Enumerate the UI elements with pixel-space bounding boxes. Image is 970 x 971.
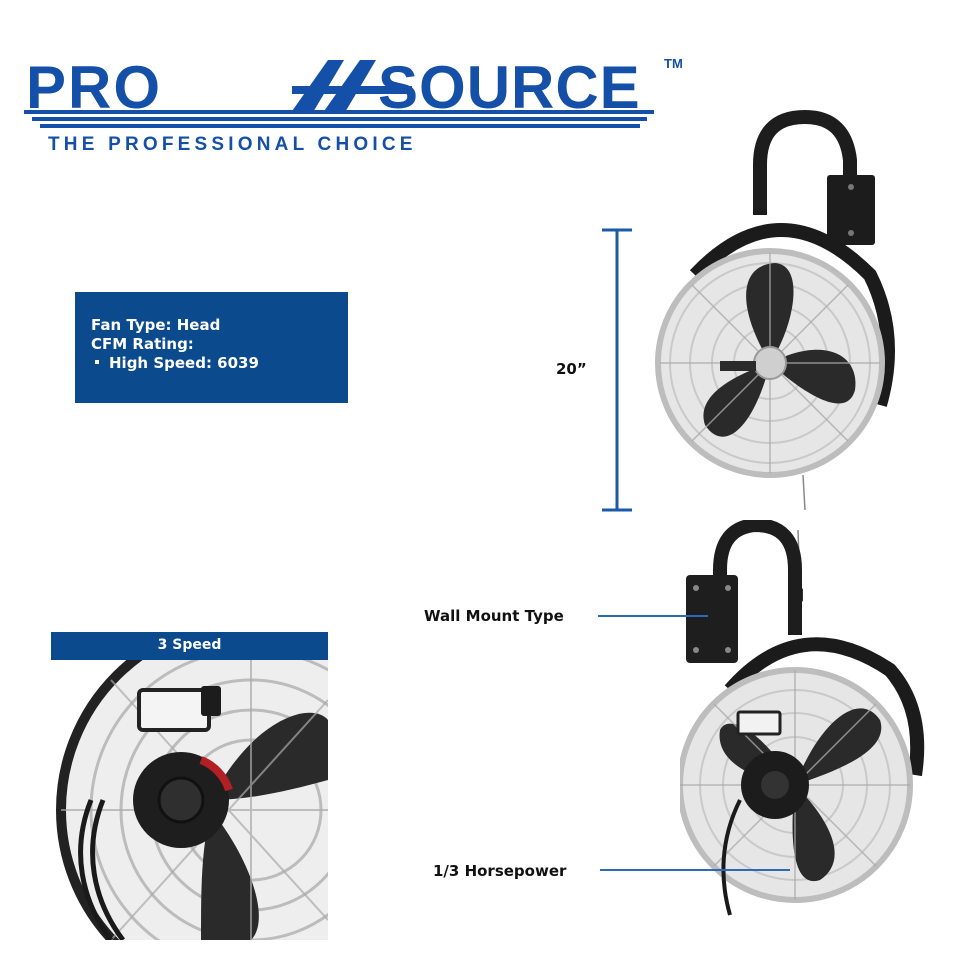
wall-mount-label: Wall Mount Type (424, 607, 564, 625)
specs-panel: Fan Type: Head CFM Rating: High Speed: 6… (75, 292, 348, 403)
logo-brand-right: SOURCE (378, 54, 641, 121)
prosource-logo: PRO SOURCE TM THE PROFESSIONAL CHOICE (24, 54, 683, 155)
high-speed-text: High Speed: 6039 (109, 354, 259, 372)
bullet-icon (95, 360, 99, 364)
cfm-label-text: CFM Rating: (91, 335, 194, 353)
speed-banner: 3 Speed (51, 632, 328, 660)
fan-head-image (655, 109, 895, 511)
dimension-bracket (602, 228, 632, 512)
motor-closeup-image (51, 660, 328, 940)
logo-tagline: THE PROFESSIONAL CHOICE (48, 134, 417, 155)
logo-brand-left: PRO (26, 54, 162, 121)
high-speed-row: High Speed: 6039 (91, 354, 348, 373)
dimension-label: 20” (556, 360, 587, 378)
logo-trademark: TM (664, 56, 683, 71)
fan-type-text: Fan Type: Head (91, 316, 221, 334)
horsepower-label: 1/3 Horsepower (433, 862, 567, 880)
horsepower-callout-line (600, 869, 790, 871)
wall-mount-callout-line (598, 615, 708, 617)
wall-mount-fan-image (680, 520, 925, 916)
